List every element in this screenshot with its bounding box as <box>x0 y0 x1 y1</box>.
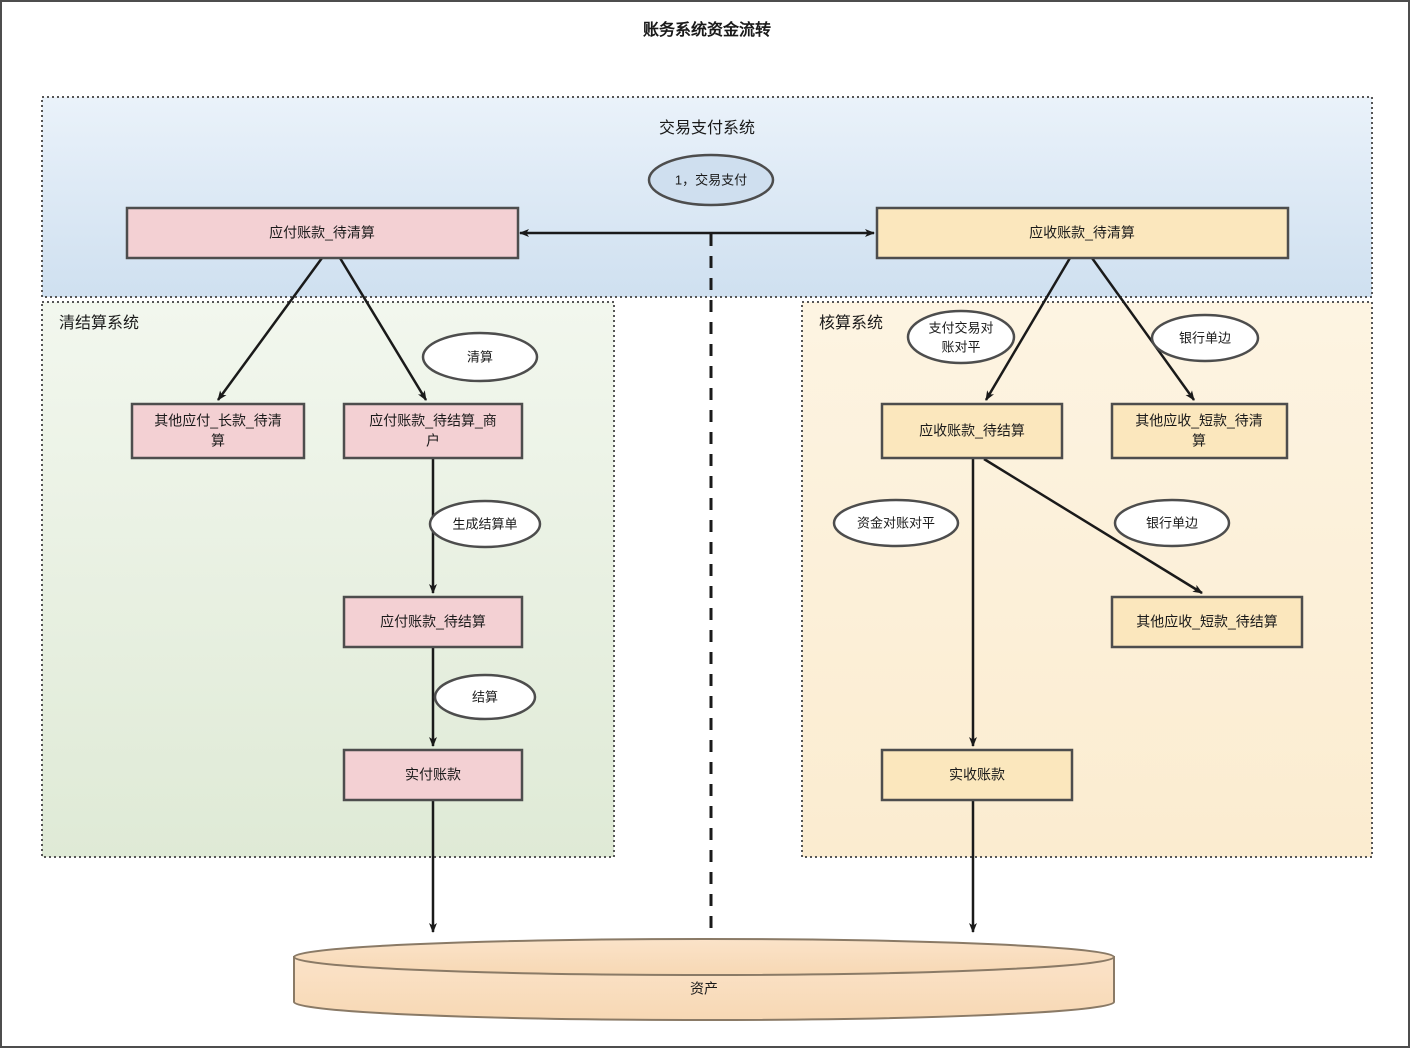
group-payment-system-label: 交易支付系统 <box>659 119 755 137</box>
ellipse-clearing[interactable]: 清算 <box>421 331 539 383</box>
node-ar-pending-clearing-box[interactable] <box>875 206 1290 260</box>
node-ar-pending-clearing[interactable]: 应收账款_待清算 <box>875 206 1290 260</box>
node-other-ar-short-pending-clearing[interactable]: 其他应收_短款_待清 算 <box>1110 402 1289 460</box>
node-ap-pending-clearing-label: 应付账款_待清算 <box>269 225 375 241</box>
node-ap-pending-settle-box[interactable] <box>342 595 524 649</box>
ellipse-generate-settlement-doc[interactable]: 生成结算单 <box>428 499 542 549</box>
edge-ar-settle-to-other-ar-short-settle <box>983 457 1203 595</box>
ellipse-fund-recon-shape[interactable] <box>832 498 960 548</box>
node-actual-paid-box[interactable] <box>342 748 524 802</box>
ellipse-bank-single-side-top-label: 银行单边 <box>1179 330 1231 345</box>
node-ap-pending-clearing[interactable]: 应付账款_待清算 <box>125 206 520 260</box>
node-ap-pending-settle-merchant[interactable]: 应付账款_待结算_商 户 <box>342 402 524 460</box>
ellipse-bank-single-side-mid[interactable]: 银行单边 <box>1113 498 1231 548</box>
node-other-ar-short-pending-settle[interactable]: 其他应收_短款_待结算 <box>1110 595 1304 649</box>
page-title: 账务系统资金流转 <box>643 20 771 39</box>
node-actual-paid[interactable]: 实付账款 <box>342 748 524 802</box>
node-ar-pending-settle[interactable]: 应收账款_待结算 <box>880 402 1064 460</box>
ellipse-clearing-label: 清算 <box>467 349 493 364</box>
ellipse-fund-recon-label: 资金对账对平 <box>857 515 935 530</box>
node-ar-pending-settle-label: 应收账款_待结算 <box>919 423 1025 439</box>
node-other-ar-short-clearing-box[interactable] <box>1110 402 1289 460</box>
group-clearing-settlement-frame <box>41 301 615 858</box>
ellipse-generate-settlement-label: 生成结算单 <box>452 516 517 531</box>
ellipse-bank-single-side-mid-label: 银行单边 <box>1146 515 1198 530</box>
group-clearing-settlement-label: 清结算系统 <box>59 313 139 332</box>
node-other-ar-short-settle-box[interactable] <box>1110 595 1304 649</box>
ellipse-generate-settlement-shape[interactable] <box>428 499 542 549</box>
node-ar-pending-settle-box[interactable] <box>880 402 1064 460</box>
node-actual-received-box[interactable] <box>880 748 1074 802</box>
ellipse-pay-trade-recon-shape[interactable] <box>906 309 1016 365</box>
ellipse-bank-single-side-top[interactable]: 银行单边 <box>1150 313 1260 363</box>
node-other-ap-long-label-line1: 其他应付_长款_待清 <box>154 413 282 429</box>
ellipse-trade-payment-label: 1，交易支付 <box>675 172 747 187</box>
node-ap-settle-merchant-label-line2: 户 <box>426 433 440 449</box>
ellipse-settlement-shape[interactable] <box>433 673 537 721</box>
ellipse-settlement-label: 结算 <box>472 689 498 704</box>
node-actual-received-label: 实收账款 <box>949 767 1005 783</box>
edge-ap-clearing-to-other-ap-long <box>216 257 324 401</box>
node-other-ap-long-label-line2: 算 <box>211 433 225 449</box>
ellipse-pay-trade-recon-balanced[interactable]: 支付交易对 账对平 <box>906 309 1016 365</box>
edge-ar-clearing-to-ar-settle <box>984 257 1072 401</box>
node-other-ar-short-clearing-label-line1: 其他应收_短款_待清 <box>1135 413 1263 429</box>
node-ar-pending-clearing-label: 应收账款_待清算 <box>1029 225 1135 241</box>
ellipse-fund-recon-balanced[interactable]: 资金对账对平 <box>832 498 960 548</box>
ellipse-trade-payment[interactable]: 1，交易支付 <box>647 153 775 207</box>
ellipse-bank-single-side-mid-shape[interactable] <box>1113 498 1231 548</box>
node-ap-pending-settle[interactable]: 应付账款_待结算 <box>342 595 524 649</box>
node-other-ap-long-box[interactable] <box>130 402 306 460</box>
node-actual-received[interactable]: 实收账款 <box>880 748 1074 802</box>
group-accounting-label: 核算系统 <box>819 313 883 332</box>
edge-ar-clearing-to-other-ar-short <box>1090 257 1196 401</box>
node-actual-paid-label: 实付账款 <box>405 767 461 783</box>
ellipse-clearing-shape[interactable] <box>421 331 539 383</box>
node-ap-settle-merchant-box[interactable] <box>342 402 524 460</box>
edge-ap-clearing-to-ap-settle-merchant <box>338 257 428 401</box>
node-other-ap-long-pending-clearing[interactable]: 其他应付_长款_待清 算 <box>130 402 306 460</box>
node-ap-settle-merchant-label-line1: 应付账款_待结算_商 <box>369 413 497 429</box>
node-other-ar-short-clearing-label-line2: 算 <box>1192 433 1206 449</box>
node-other-ar-short-settle-label: 其他应收_短款_待结算 <box>1136 614 1278 630</box>
ellipse-pay-trade-recon-label-line2: 账对平 <box>941 339 980 354</box>
ellipse-settlement[interactable]: 结算 <box>433 673 537 721</box>
assets-cylinder-top <box>293 938 1115 976</box>
ellipse-bank-single-side-top-shape[interactable] <box>1150 313 1260 363</box>
node-ap-pending-settle-label: 应付账款_待结算 <box>380 614 486 630</box>
ellipse-pay-trade-recon-label-line1: 支付交易对 <box>928 320 993 335</box>
group-clearing-settlement-system: 清结算系统 <box>41 301 615 858</box>
node-assets-label: 资产 <box>690 981 718 997</box>
node-ap-pending-clearing-box[interactable] <box>125 206 520 260</box>
ellipse-trade-payment-shape[interactable] <box>647 153 775 207</box>
node-assets-database[interactable]: 资产 <box>293 938 1115 1021</box>
